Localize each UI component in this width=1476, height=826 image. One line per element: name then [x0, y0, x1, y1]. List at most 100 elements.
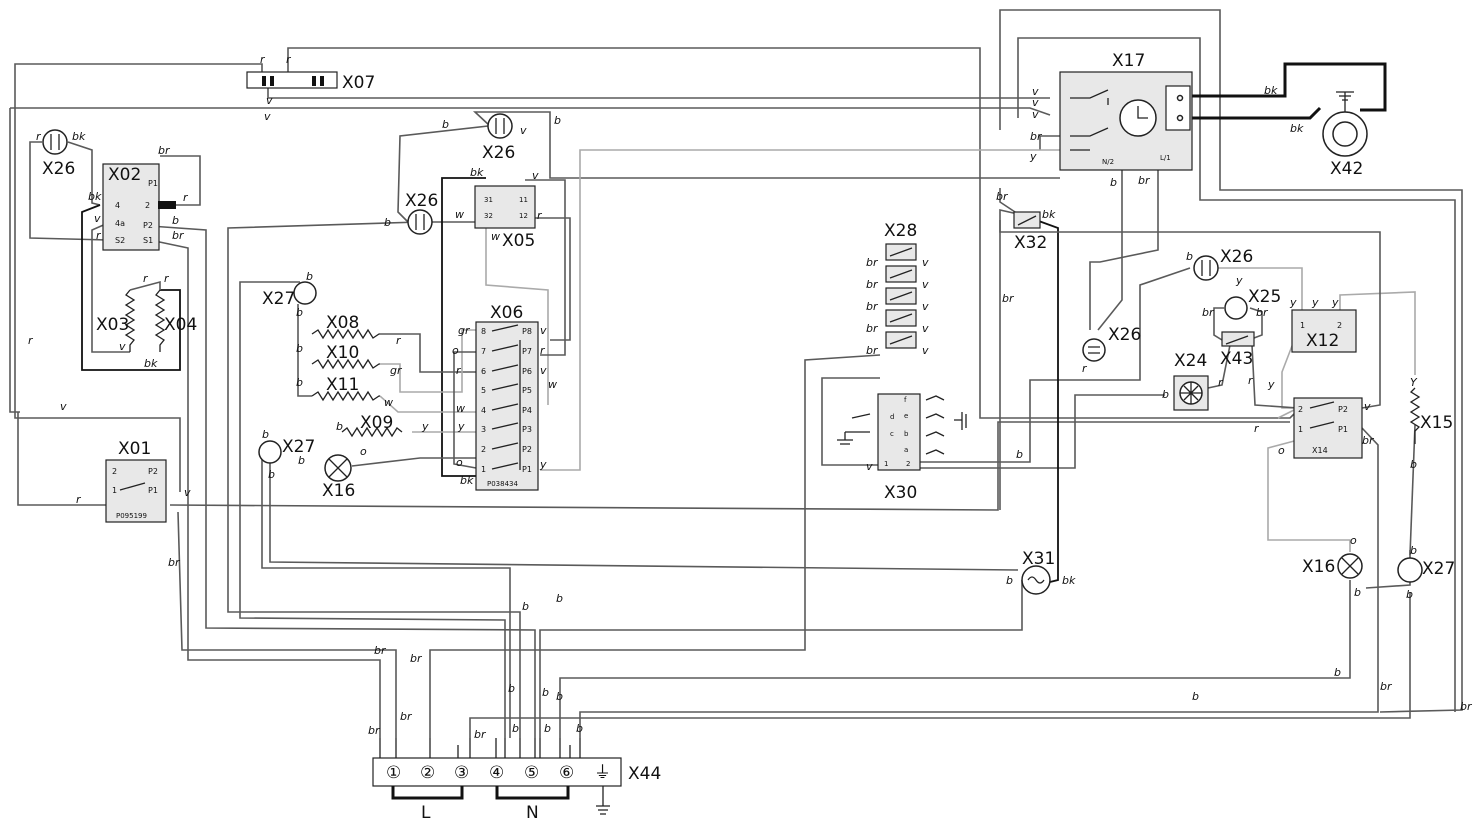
wire-label: v: [1032, 96, 1039, 109]
wire-label: y: [1331, 296, 1339, 309]
wire-label: r: [537, 209, 543, 222]
wire-x14-o: [1267, 439, 1351, 552]
wire-label: v: [922, 278, 929, 291]
x26a-label: X26: [42, 159, 75, 179]
wire-label: r: [143, 272, 149, 285]
x44-term-2: ②: [420, 763, 435, 783]
group-l-label: L: [421, 803, 431, 823]
thermostat-x14: 2 1 P2 P1 X14: [1293, 397, 1363, 459]
wire-violet-left: [9, 108, 20, 413]
x30-pin-b: b: [904, 430, 909, 438]
x02-pin-s1: S1: [143, 236, 153, 245]
wire-label: r: [36, 130, 42, 143]
wire-x02-br: [160, 155, 201, 206]
wire-label: b: [1354, 586, 1361, 599]
wire-label: y: [457, 420, 465, 433]
x44-term-1: ①: [386, 763, 401, 783]
heater-x11: X11: [311, 375, 380, 402]
heater-x08: X08: [311, 313, 380, 340]
wire-label: br: [866, 256, 879, 269]
x04-label: X04: [164, 315, 197, 335]
wire-label: b: [442, 118, 449, 131]
wire-x43-r: [1207, 344, 1231, 389]
x06-right-pins: P8 P7 P6 P5 P4 P3 P2 P1: [522, 327, 532, 474]
wire-label: y: [1289, 296, 1297, 309]
x02-pin-2: 2: [145, 201, 150, 210]
wire-label: v: [540, 324, 547, 337]
wire-x12-y2: [1277, 319, 1303, 419]
wire-x27-br: [239, 281, 506, 738]
wire-violet-long: [267, 88, 1050, 99]
wire-x43-y: [1251, 344, 1299, 409]
wire-x15-b: [1409, 424, 1416, 556]
wire-red-top-loop: [14, 63, 263, 492]
wire-label: r: [1218, 376, 1224, 389]
wire-label: br: [410, 652, 423, 665]
wire-label: r: [1248, 374, 1254, 387]
wire-x42-bk1: [1190, 62, 1387, 112]
wire-label: b: [298, 454, 305, 467]
wire-x16-b: [559, 580, 1351, 738]
thermostat-x31: X31: [1021, 549, 1055, 595]
wire-x30-2: [914, 394, 1165, 469]
wire-x26-b: [397, 125, 489, 223]
x11-label: X11: [326, 375, 359, 395]
x44-term-6: ⑥: [559, 763, 574, 783]
x06-pin-7: 7: [481, 347, 486, 356]
x07-label: X07: [342, 73, 375, 93]
wire-label: v: [922, 344, 929, 357]
x01-pin-1: 1: [112, 486, 117, 495]
wire-x30-left: [821, 377, 880, 466]
wire-label: b: [554, 114, 561, 127]
heater-x09: X09: [341, 413, 403, 438]
wire-label: v: [1364, 400, 1371, 413]
x12-pin-1: 1: [1300, 321, 1305, 330]
wire-label: y: [539, 458, 547, 471]
x06-pin-p2: P2: [522, 445, 532, 454]
x02-pin-4a: 4a: [115, 219, 125, 228]
x03-label: X03: [96, 315, 129, 335]
x30-pin-e: e: [904, 412, 908, 420]
wire-label: b: [556, 690, 563, 703]
x44-label: X44: [628, 764, 661, 784]
wire-label: br: [1460, 700, 1473, 713]
heater-x10: X10: [311, 343, 380, 370]
x02-pin-p1: P1: [148, 179, 158, 188]
x44-term-3: ③: [454, 763, 469, 783]
wire-label: br: [400, 710, 413, 723]
wire-label: v: [119, 340, 126, 353]
wire-label: gr: [390, 364, 403, 377]
wire-label: b: [1410, 458, 1417, 471]
x06-pin-6: 6: [481, 367, 486, 376]
wire-label: v: [184, 486, 191, 499]
lamp-x16-a: X16: [322, 454, 355, 501]
wire-label: v: [1032, 85, 1039, 98]
wire-x32-br: [999, 209, 1019, 510]
x06-pin-p1: P1: [522, 465, 532, 474]
wire-x01-p1: [169, 421, 1290, 511]
wire-x25-br: [1213, 307, 1224, 341]
wire-label: br: [168, 556, 181, 569]
x12-label: X12: [1306, 331, 1339, 351]
switch-block-x28: X28: [884, 221, 917, 349]
wire-label: Y: [1410, 376, 1418, 389]
x44-term-5: ⑤: [524, 763, 539, 783]
wire-label: b: [384, 216, 391, 229]
x16b-label: X16: [1302, 557, 1335, 577]
x06-pin-5: 5: [481, 386, 486, 395]
x10-label: X10: [326, 343, 359, 363]
wire-label: r: [540, 344, 546, 357]
wire-x31-b: [539, 580, 1023, 738]
wire-x27-b: [297, 304, 312, 397]
wire-label: br: [172, 229, 185, 242]
wire-label: b: [268, 468, 275, 481]
x06-pin-p3: P3: [522, 425, 532, 434]
wire-label: b: [1110, 176, 1117, 189]
wire-label: br: [1030, 130, 1043, 143]
x08-label: X08: [326, 313, 359, 333]
wire-label: v: [1032, 108, 1039, 121]
wire-label: v: [922, 300, 929, 313]
wire-x32-bk: [1035, 219, 1059, 583]
x14-pin-2: 2: [1298, 405, 1303, 414]
x02-pin-s2: S2: [115, 236, 125, 245]
